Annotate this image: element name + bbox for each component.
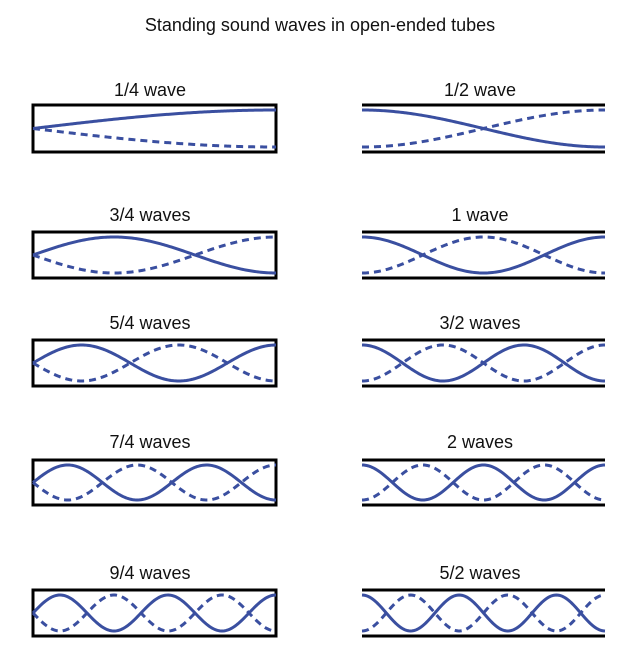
wave-curve-dashed xyxy=(361,593,606,633)
tube-panel-7 xyxy=(31,458,278,507)
wave-curve-dashed xyxy=(32,343,277,383)
panel-title-1: 1/4 wave xyxy=(113,80,187,100)
wave-curve-dashed xyxy=(361,235,606,275)
wave-curve-dashed xyxy=(362,108,605,149)
tube-panel-1 xyxy=(31,103,278,154)
panel-title-4: 1 wave xyxy=(451,205,509,225)
wave-curve-solid xyxy=(31,593,277,633)
panel-title-5: 5/4 waves xyxy=(109,313,191,333)
panel-title-3: 3/4 waves xyxy=(109,205,191,225)
tube-panel-4 xyxy=(361,230,606,280)
tube-panel-3 xyxy=(31,230,278,280)
wave-curve-dashed xyxy=(32,127,276,149)
wave-curve-dashed xyxy=(361,463,606,502)
tube-panel-9 xyxy=(31,588,278,638)
wave-curve-solid xyxy=(32,463,277,502)
wave-curve-solid xyxy=(32,343,277,383)
wave-curve-dashed xyxy=(31,593,277,633)
wave-curve-solid xyxy=(32,108,276,130)
wave-curve-solid xyxy=(361,463,606,502)
tube-panel-8 xyxy=(361,458,606,507)
wave-curve-solid xyxy=(361,593,606,633)
panel-title-9: 9/4 waves xyxy=(109,563,191,583)
tube-panel-6 xyxy=(361,338,606,388)
panel-title-2: 1/2 wave xyxy=(443,80,517,100)
wave-curve-dashed xyxy=(32,463,277,502)
page-title: Standing sound waves in open-ended tubes xyxy=(144,15,496,35)
panel-title-8: 2 waves xyxy=(446,432,514,452)
wave-curve-dashed xyxy=(361,343,606,383)
tube-panel-2 xyxy=(362,103,605,154)
wave-curve-dashed xyxy=(32,235,277,275)
panel-title-10: 5/2 waves xyxy=(439,563,521,583)
panel-title-6: 3/2 waves xyxy=(439,313,521,333)
tube-panel-5 xyxy=(31,338,278,388)
tube-panel-10 xyxy=(361,588,606,638)
panel-title-7: 7/4 waves xyxy=(109,432,191,452)
wave-curve-solid xyxy=(361,235,606,275)
wave-curve-solid xyxy=(32,235,277,275)
